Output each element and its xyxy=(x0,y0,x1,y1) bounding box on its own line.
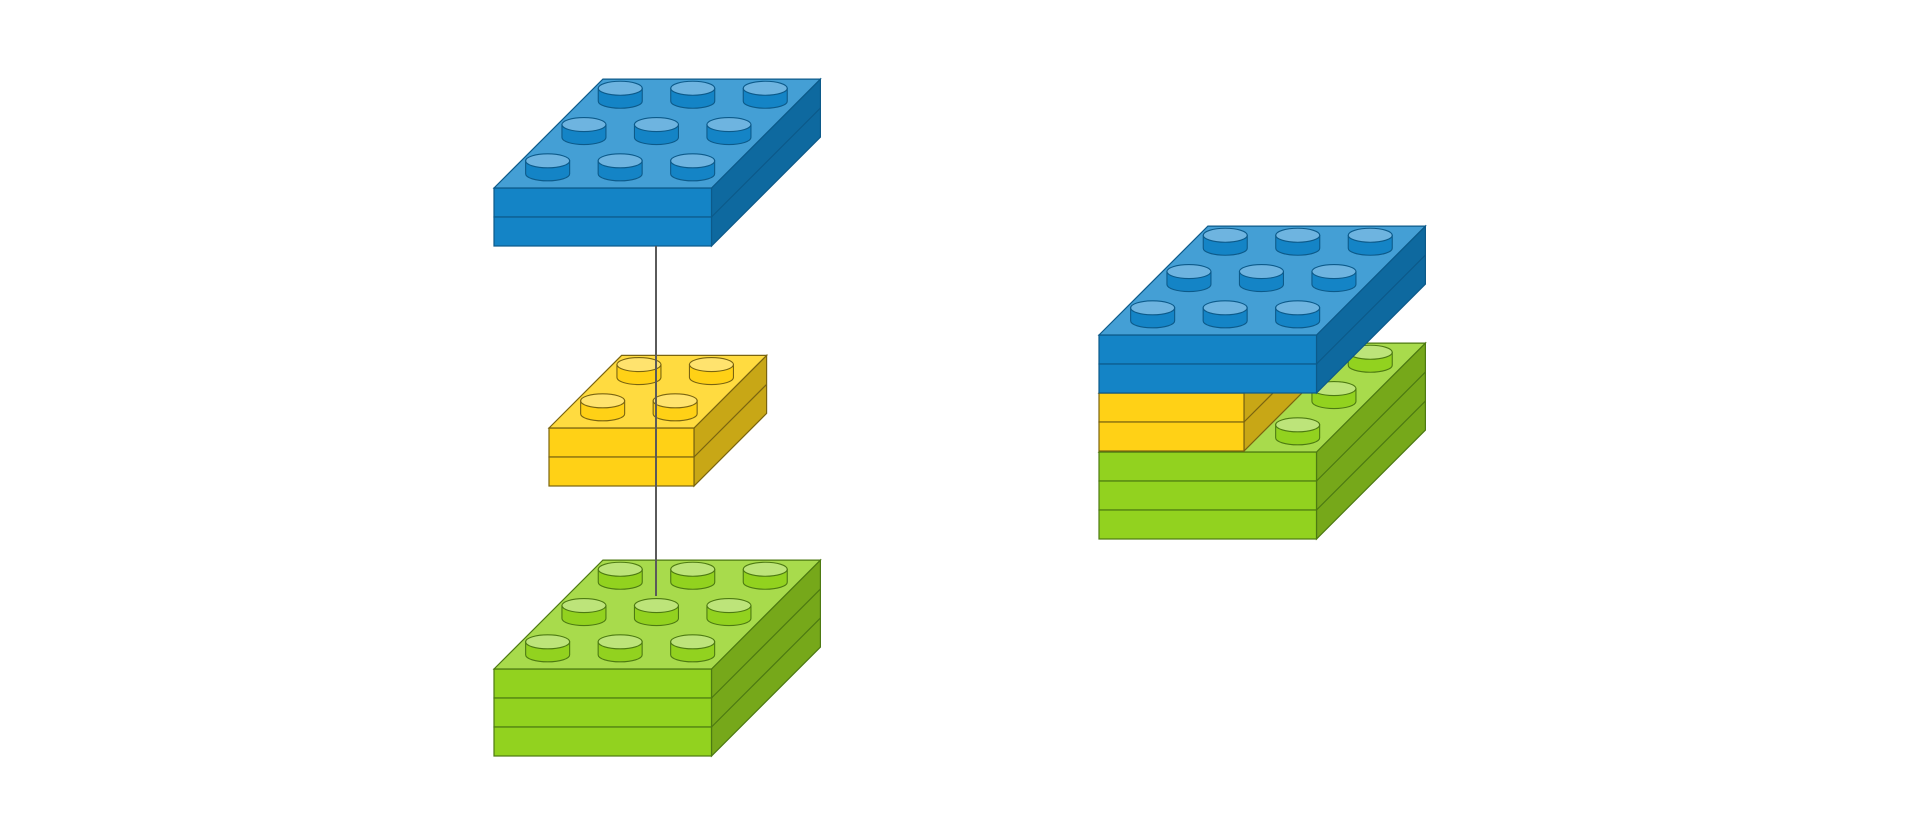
green-brick-side-seam xyxy=(1316,371,1426,482)
green-brick-layer xyxy=(493,668,713,699)
blue-brick-stud-top xyxy=(597,80,643,96)
blue-brick-stud-top xyxy=(633,117,680,133)
blue-brick-stud-top xyxy=(1347,227,1393,243)
blue-brick-stud-top xyxy=(706,117,752,133)
green-brick-stud xyxy=(633,597,680,627)
blue-brick-stud xyxy=(1238,263,1284,293)
blue-brick-stud xyxy=(561,117,607,146)
blue-brick-layer xyxy=(1098,363,1318,394)
yellow-brick-stud-top xyxy=(616,356,662,373)
green-brick-stud-top xyxy=(706,597,752,614)
blue-brick-stud-top xyxy=(525,153,571,169)
green-brick-stud xyxy=(597,561,643,590)
green-brick-stud-top xyxy=(633,597,680,614)
blue-brick-stud-top xyxy=(670,153,716,169)
green-brick-stud-top xyxy=(670,634,716,650)
blue-brick-stud-top xyxy=(561,117,607,133)
exploded-view xyxy=(492,77,822,758)
green-brick-side-seam xyxy=(711,617,821,728)
blue-brick-stud xyxy=(706,117,752,146)
green-brick-layer xyxy=(1098,480,1318,511)
green-brick-stud xyxy=(670,561,716,590)
blue-brick-stud xyxy=(1311,263,1357,293)
blue-brick-stud xyxy=(670,80,716,109)
green-brick-stud-top xyxy=(561,597,607,614)
blue-brick-stud xyxy=(1347,227,1393,256)
blue-brick-layer xyxy=(493,216,713,247)
blue-brick-side-seam xyxy=(1316,254,1426,365)
green-brick-stud xyxy=(561,597,607,627)
blue-brick-stud xyxy=(633,117,680,146)
blue-brick-stud-top xyxy=(1311,263,1357,280)
yellow-brick-layer xyxy=(548,456,695,487)
blue-brick-stud-top xyxy=(1275,227,1321,243)
yellow-brick xyxy=(547,353,769,488)
green-brick-stud-top xyxy=(742,561,788,577)
blue-brick-stud-top xyxy=(1238,263,1284,280)
blue-brick-stud xyxy=(1166,263,1212,293)
yellow-brick-stud-top xyxy=(652,393,698,409)
blue-brick-stud xyxy=(1202,227,1248,256)
green-brick-layer xyxy=(1098,509,1318,540)
yellow-brick-stud xyxy=(652,393,698,422)
yellow-brick-stud xyxy=(616,356,662,386)
blue-brick-stud xyxy=(670,153,716,182)
blue-brick-stud xyxy=(1130,300,1176,329)
green-brick-stud xyxy=(670,634,716,663)
yellow-brick-layer xyxy=(1098,421,1245,452)
blue-brick-stud-top xyxy=(1202,227,1248,243)
green-brick-stud-top xyxy=(670,561,716,577)
blue-brick xyxy=(492,77,822,248)
yellow-brick-layer xyxy=(1098,392,1245,423)
green-brick-stud xyxy=(1275,417,1321,446)
green-brick-layer xyxy=(493,726,713,757)
yellow-brick-layer xyxy=(548,427,695,458)
blue-brick-stud xyxy=(597,153,643,182)
blue-brick-stud xyxy=(742,80,788,109)
blue-brick-stud xyxy=(1275,227,1321,256)
green-brick-stud xyxy=(597,634,643,663)
yellow-brick-side-seam xyxy=(693,383,768,458)
assembled-view xyxy=(1097,224,1427,541)
blue-brick xyxy=(1097,224,1427,395)
yellow-brick-stud xyxy=(580,393,626,422)
green-brick-stud-top xyxy=(597,561,643,577)
green-brick-side-seam xyxy=(711,588,821,699)
green-brick-stud-top xyxy=(525,634,571,650)
green-brick-stud xyxy=(742,561,788,590)
green-brick-stud xyxy=(1311,380,1357,410)
green-brick-stud-top xyxy=(1275,417,1321,433)
blue-brick-stud-top xyxy=(670,80,716,96)
blue-brick-side-seam xyxy=(711,107,821,218)
green-brick-stud xyxy=(525,634,571,663)
blue-brick-layer xyxy=(1098,334,1318,365)
yellow-brick-stud-top xyxy=(688,356,735,373)
blue-brick-stud-top xyxy=(742,80,788,96)
green-brick-layer xyxy=(1098,451,1318,482)
blue-brick-stud xyxy=(1275,300,1321,329)
blue-brick-stud-top xyxy=(1202,300,1248,316)
blue-brick-stud-top xyxy=(1166,263,1212,280)
green-brick-layer xyxy=(493,697,713,728)
blue-brick-stud xyxy=(597,80,643,109)
blue-brick-stud-top xyxy=(1130,300,1176,316)
blue-brick-layer xyxy=(493,187,713,218)
green-brick-stud xyxy=(706,597,752,627)
green-brick-stud-top xyxy=(597,634,643,650)
yellow-brick-stud-top xyxy=(580,393,626,409)
blue-brick-stud-top xyxy=(597,153,643,169)
green-brick xyxy=(492,558,822,758)
green-brick-side-seam xyxy=(1316,400,1426,511)
yellow-brick-stud xyxy=(688,356,735,386)
blue-brick-stud xyxy=(525,153,571,182)
blue-brick-stud-top xyxy=(1275,300,1321,316)
blue-brick-stud xyxy=(1202,300,1248,329)
